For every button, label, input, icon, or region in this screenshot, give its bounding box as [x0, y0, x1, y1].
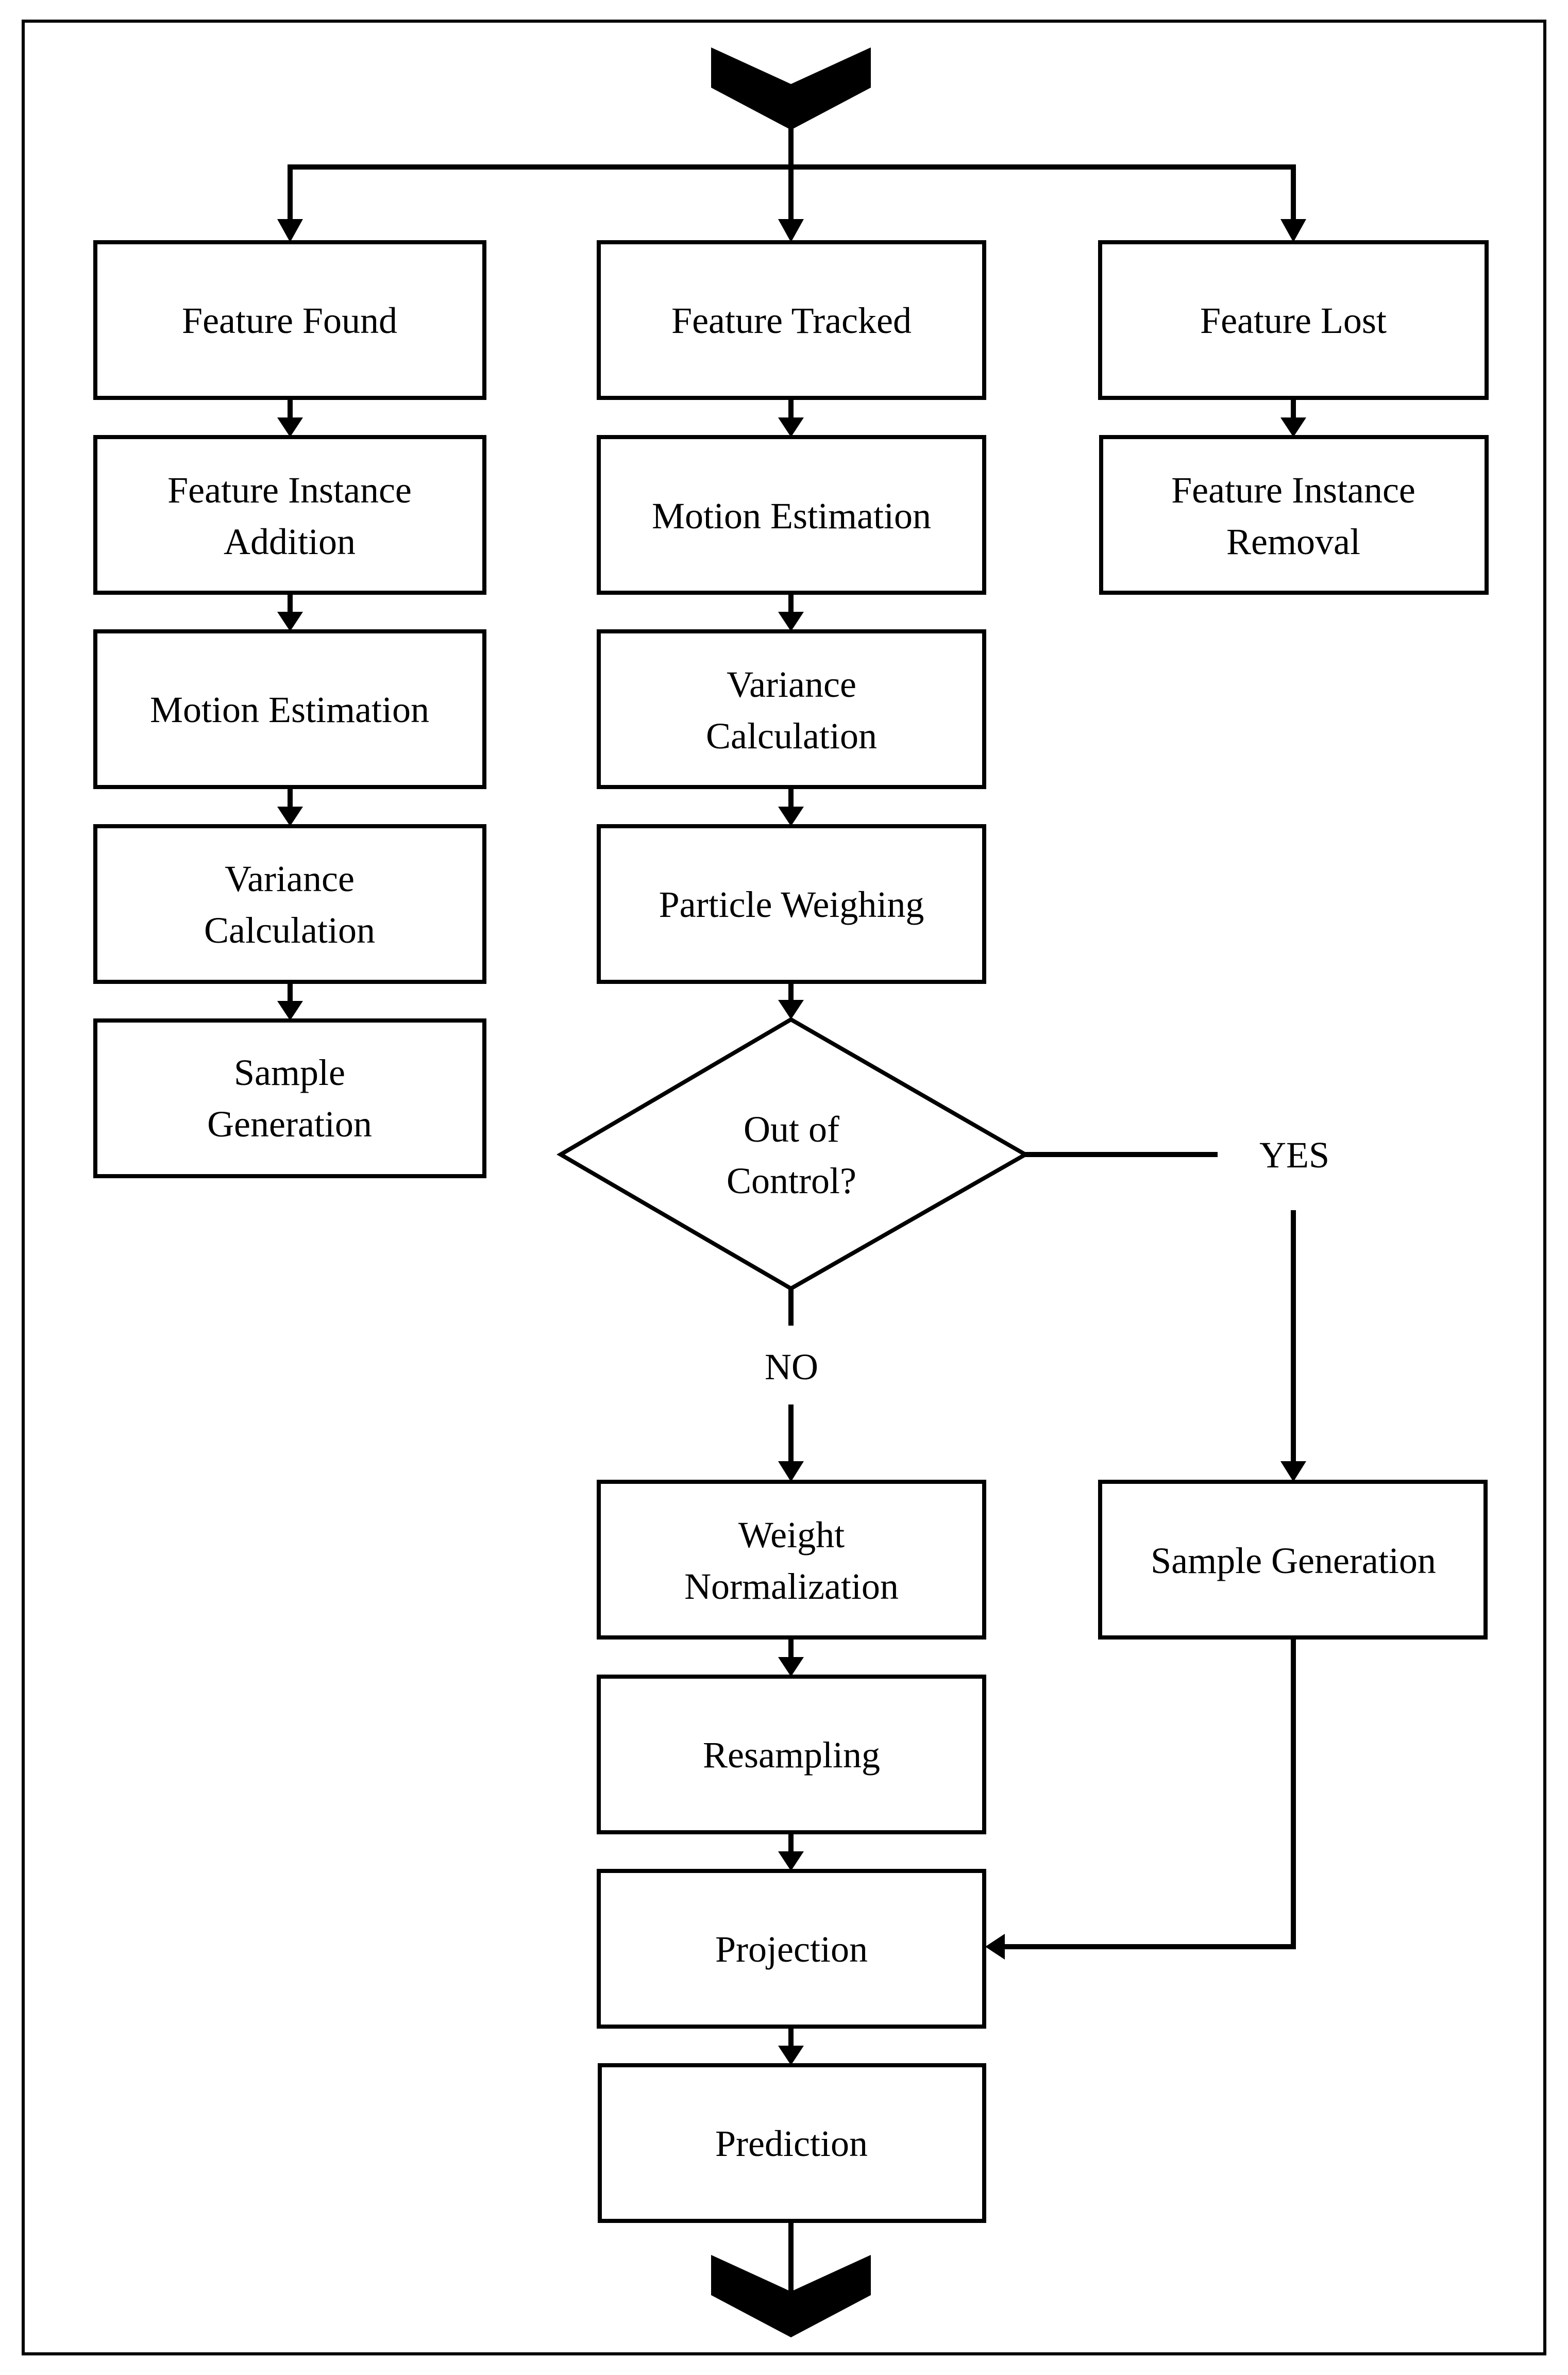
arrowhead: [778, 1461, 804, 1482]
node-label-line-2: Addition: [224, 521, 356, 562]
decision-label-line-1: Out of: [744, 1109, 839, 1150]
node-particle-weighing: Particle Weighing: [597, 824, 986, 984]
arrowhead: [778, 612, 804, 631]
node-feature-lost: Feature Lost: [1098, 240, 1489, 400]
node-variance-calculation-tracked: Variance Calculation: [597, 629, 986, 789]
node-label-line-1: Variance: [225, 858, 355, 899]
node-motion-estimation-tracked: Motion Estimation: [597, 435, 986, 595]
arrowhead: [277, 612, 303, 631]
node-label: Motion Estimation: [652, 495, 931, 537]
node-label-line-2: Generation: [207, 1103, 372, 1145]
decision-label-line-2: Control?: [727, 1160, 856, 1201]
arrowhead: [277, 219, 303, 242]
node-feature-tracked: Feature Tracked: [597, 240, 986, 400]
yes-label: YES: [1259, 1134, 1329, 1176]
arrowhead: [778, 2046, 804, 2065]
node-label-line-1: Variance: [727, 664, 856, 705]
arrowhead: [277, 807, 303, 826]
node-label-line-2: Calculation: [706, 715, 877, 757]
node-weight-normalization: Weight Normalization: [597, 1480, 986, 1640]
node-label: Motion Estimation: [150, 689, 429, 730]
arrowhead: [778, 1657, 804, 1677]
node-resampling: Resampling: [597, 1675, 986, 1834]
node-label-line-1: Weight: [738, 1514, 845, 1556]
arrowhead: [778, 1851, 804, 1871]
node-variance-calculation-found: Variance Calculation: [93, 824, 486, 984]
node-prediction: Prediction: [598, 2063, 986, 2223]
node-label-line-2: Calculation: [204, 910, 375, 951]
node-feature-instance-addition: Feature Instance Addition: [93, 435, 486, 595]
node-label-line-2: Removal: [1226, 521, 1360, 562]
no-label: NO: [765, 1346, 818, 1387]
node-label-line-1: Feature Instance: [1171, 470, 1415, 511]
node-projection: Projection: [597, 1869, 986, 2029]
node-label: Feature Lost: [1200, 300, 1387, 341]
node-label: Particle Weighing: [659, 884, 924, 925]
node-label-line-1: Feature Instance: [167, 470, 412, 511]
arrowhead: [985, 1934, 1005, 1960]
arrowhead: [1280, 1461, 1306, 1482]
node-motion-estimation-found: Motion Estimation: [93, 629, 486, 789]
node-label-line-1: Sample: [234, 1052, 345, 1093]
exit-chevron-icon: [711, 2255, 871, 2337]
node-label: Feature Tracked: [671, 300, 912, 341]
entry-chevron-icon: [711, 47, 871, 130]
arrowhead: [778, 219, 804, 242]
node-label: Projection: [715, 1929, 868, 1970]
connector: [1000, 1637, 1296, 1949]
arrowhead: [277, 1001, 303, 1021]
decision-out-of-control: Out of Control?: [557, 1017, 1030, 1291]
arrowhead: [778, 1000, 804, 1019]
node-label: Sample Generation: [1151, 1540, 1436, 1581]
outer-frame: [22, 20, 1546, 2355]
node-label-line-2: Normalization: [684, 1566, 899, 1607]
arrowhead: [1280, 417, 1306, 437]
node-feature-instance-removal: Feature Instance Removal: [1099, 435, 1489, 595]
node-label: Prediction: [715, 2123, 868, 2164]
node-label: Resampling: [703, 1734, 880, 1776]
node-feature-found: Feature Found: [93, 240, 486, 400]
arrowhead: [1280, 219, 1306, 242]
node-label: Feature Found: [182, 300, 397, 341]
arrowhead: [778, 417, 804, 437]
node-sample-generation-found: Sample Generation: [93, 1018, 486, 1178]
arrowhead: [277, 417, 303, 437]
arrowhead: [778, 807, 804, 826]
node-sample-generation-yes: Sample Generation: [1098, 1480, 1488, 1640]
